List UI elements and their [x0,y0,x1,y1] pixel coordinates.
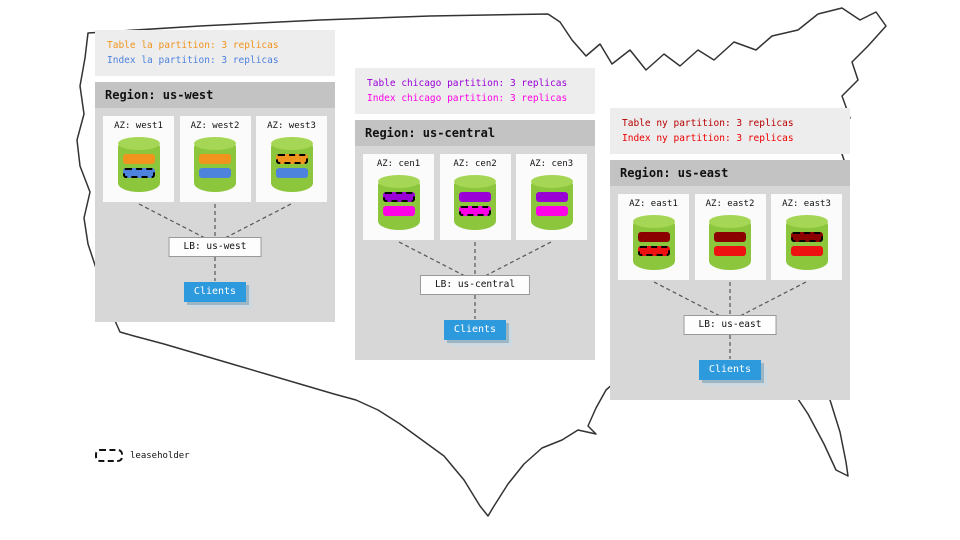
index-partition-bar [382,206,415,216]
az-box: AZ: east1 [618,194,689,280]
database-cylinder [785,215,828,270]
annotation-line-index: Index chicago partition: 3 replicas [367,93,568,104]
index-partition-bar [199,168,231,178]
region-title: Region: us-west [95,82,335,108]
az-label: AZ: east3 [782,199,831,209]
table-partition-bar [459,192,491,202]
az-box: AZ: cen3 [516,154,587,240]
az-label: AZ: east1 [629,199,678,209]
az-box: AZ: east2 [694,194,766,280]
database-cylinder [454,175,496,230]
database-cylinder [117,137,160,192]
az-box: AZ: west3 [256,116,327,202]
region-title: Region: us-central [355,120,595,146]
annotation-line-index: Index la partition: 3 replicas [107,55,279,66]
clients-box: Clients [444,320,506,340]
database-cylinder [530,175,573,230]
table-partition-bar [199,154,231,164]
az-label: AZ: east2 [705,199,755,209]
region-panel-us-east: Region: us-east AZ: east1 AZ: east2 AZ: … [610,160,850,400]
annotation-box-us-west: Table la partition: 3 replicas Index la … [95,30,335,76]
az-label: AZ: cen1 [376,159,421,169]
database-cylinder [377,175,420,230]
load-balancer-box: LB: us-east [683,315,777,335]
az-box: AZ: cen2 [439,154,511,240]
table-partition-bar [637,232,670,242]
index-partition-bar [459,206,491,216]
table-partition-bar [122,154,155,164]
region-title: Region: us-east [610,160,850,186]
annotation-box-us-central: Table chicago partition: 3 replicas Inde… [355,68,595,114]
database-cylinder [709,215,751,270]
index-partition-bar [637,246,670,256]
az-box: AZ: cen1 [363,154,434,240]
region-panel-us-west: Region: us-west AZ: west1 AZ: west2 AZ: … [95,82,335,322]
legend: leaseholder [95,449,190,462]
az-label: AZ: west1 [114,121,163,131]
table-partition-bar [790,232,823,242]
clients-box: Clients [184,282,246,302]
annotation-line-table: Table la partition: 3 replicas [107,40,279,51]
clients-box: Clients [699,360,761,380]
index-partition-bar [122,168,155,178]
az-label: AZ: cen2 [453,159,497,169]
database-cylinder [270,137,313,192]
region-panel-us-central: Region: us-central AZ: cen1 AZ: cen2 AZ:… [355,120,595,360]
annotation-box-us-east: Table ny partition: 3 replicas Index ny … [610,108,850,154]
table-partition-bar [714,232,746,242]
annotation-line-table: Table ny partition: 3 replicas [622,118,794,129]
az-box: AZ: west2 [179,116,251,202]
az-box: AZ: east3 [771,194,842,280]
legend-label: leaseholder [130,450,190,461]
index-partition-bar [790,246,823,256]
index-partition-bar [275,168,308,178]
az-box: AZ: west1 [103,116,174,202]
leaseholder-swatch-icon [95,449,123,462]
az-row: AZ: cen1 AZ: cen2 AZ: cen3 [363,154,587,240]
az-label: AZ: west3 [267,121,316,131]
index-partition-bar [535,206,568,216]
az-row: AZ: west1 AZ: west2 AZ: west3 [103,116,327,202]
index-partition-bar [714,246,746,256]
table-partition-bar [275,154,308,164]
az-label: AZ: cen3 [529,159,574,169]
table-partition-bar [535,192,568,202]
load-balancer-box: LB: us-central [419,275,531,295]
az-label: AZ: west2 [190,121,240,131]
load-balancer-box: LB: us-west [168,237,262,257]
table-partition-bar [382,192,415,202]
database-cylinder [194,137,236,192]
annotation-line-table: Table chicago partition: 3 replicas [367,78,568,89]
az-row: AZ: east1 AZ: east2 AZ: east3 [618,194,842,280]
annotation-line-index: Index ny partition: 3 replicas [622,133,794,144]
database-cylinder [632,215,675,270]
